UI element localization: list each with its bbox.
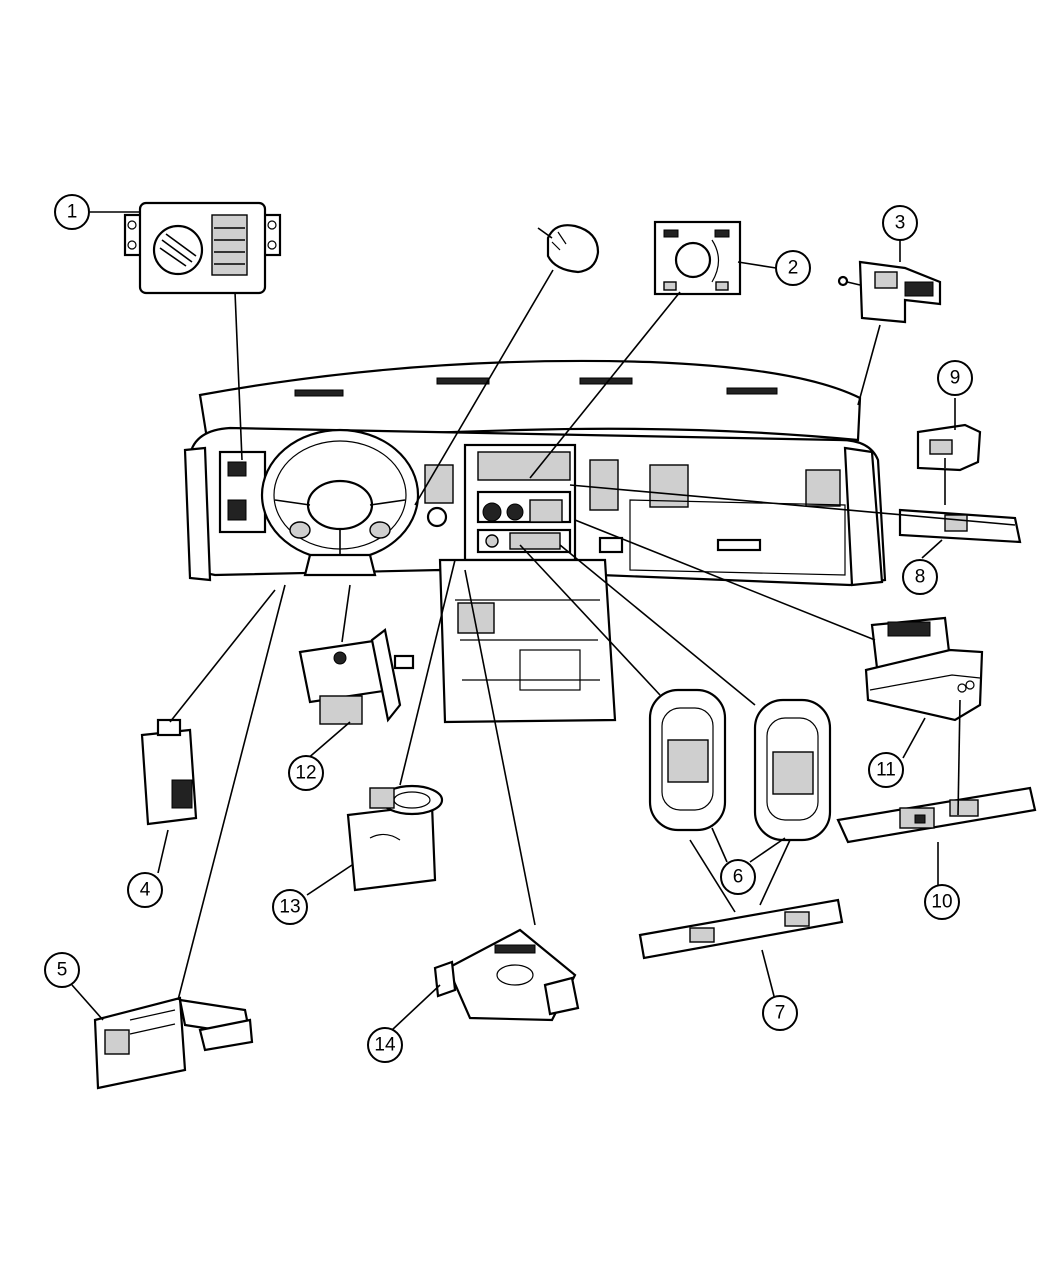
callout-10: 10 — [924, 884, 960, 920]
part-bracket-switch — [93, 996, 254, 1090]
callout-6: 6 — [720, 859, 756, 895]
part-plunger-switch — [837, 260, 942, 324]
callout-1: 1 — [54, 194, 90, 230]
callout-label: 2 — [788, 258, 799, 279]
callout-2: 2 — [775, 250, 811, 286]
callout-13: 13 — [272, 889, 308, 925]
part-ignition-switch — [346, 784, 444, 892]
callout-14: 14 — [367, 1027, 403, 1063]
callout-7: 7 — [762, 995, 798, 1031]
instrument-panel-dashboard — [183, 359, 887, 724]
callout-label: 5 — [57, 960, 68, 981]
callout-label: 8 — [915, 567, 926, 588]
callout-label: 13 — [279, 897, 300, 918]
part-switch-bezel-strip — [898, 508, 1022, 544]
callout-11: 11 — [868, 752, 904, 788]
part-electronic-module — [433, 928, 580, 1022]
part-small-switch — [140, 718, 198, 826]
callout-3: 3 — [882, 205, 918, 241]
part-hvac-control — [653, 220, 742, 296]
callout-5: 5 — [44, 952, 80, 988]
part-control-module — [864, 616, 984, 722]
callout-4: 4 — [127, 872, 163, 908]
callout-label: 7 — [775, 1003, 786, 1024]
callout-9: 9 — [937, 360, 973, 396]
callout-12: 12 — [288, 755, 324, 791]
callout-label: 14 — [374, 1035, 396, 1056]
part-column-switch — [298, 628, 415, 725]
leader-lines — [71, 211, 1016, 1031]
callout-label: 1 — [67, 202, 78, 223]
part-connector-switch — [916, 423, 982, 472]
part-switch-panel — [836, 786, 1037, 844]
part-knob — [537, 224, 600, 274]
callout-label: 10 — [931, 892, 952, 913]
callout-label: 12 — [295, 763, 316, 784]
callout-label: 3 — [895, 213, 906, 234]
callout-label: 6 — [733, 867, 744, 888]
callout-label: 11 — [876, 760, 896, 781]
part-dual-switch-bezel — [638, 898, 844, 960]
part-headlamp-switch — [123, 201, 282, 295]
callout-label: 4 — [140, 880, 151, 901]
callout-label: 9 — [950, 368, 961, 389]
callout-8: 8 — [902, 559, 938, 595]
part-seat-heater-switches — [648, 688, 832, 842]
